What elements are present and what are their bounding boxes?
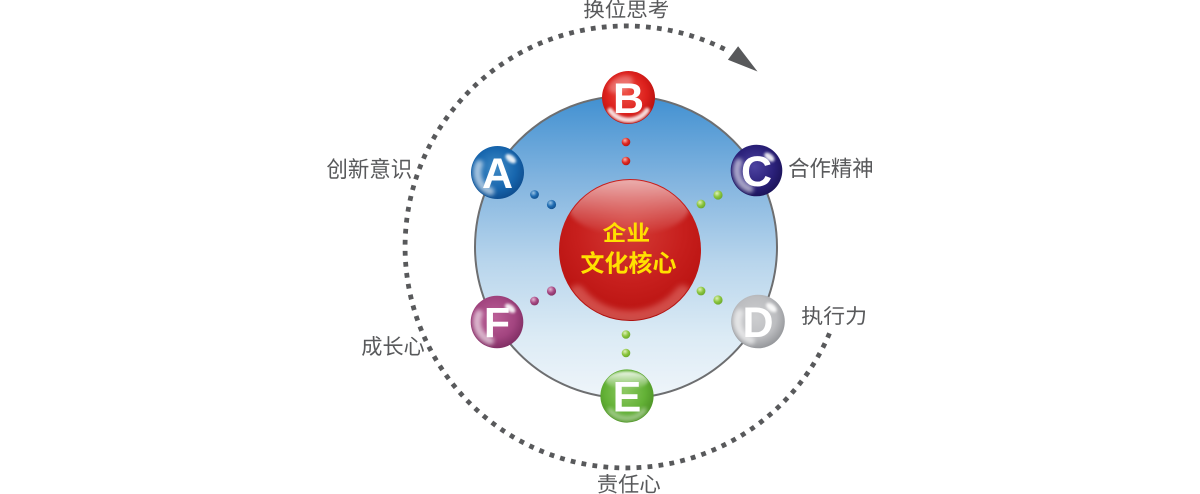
svg-text:B: B <box>613 75 644 123</box>
svg-text:E: E <box>613 374 642 422</box>
svg-text:C: C <box>741 148 772 196</box>
svg-text:F: F <box>484 300 510 348</box>
svg-text:D: D <box>742 299 773 347</box>
svg-text:A: A <box>482 150 513 198</box>
